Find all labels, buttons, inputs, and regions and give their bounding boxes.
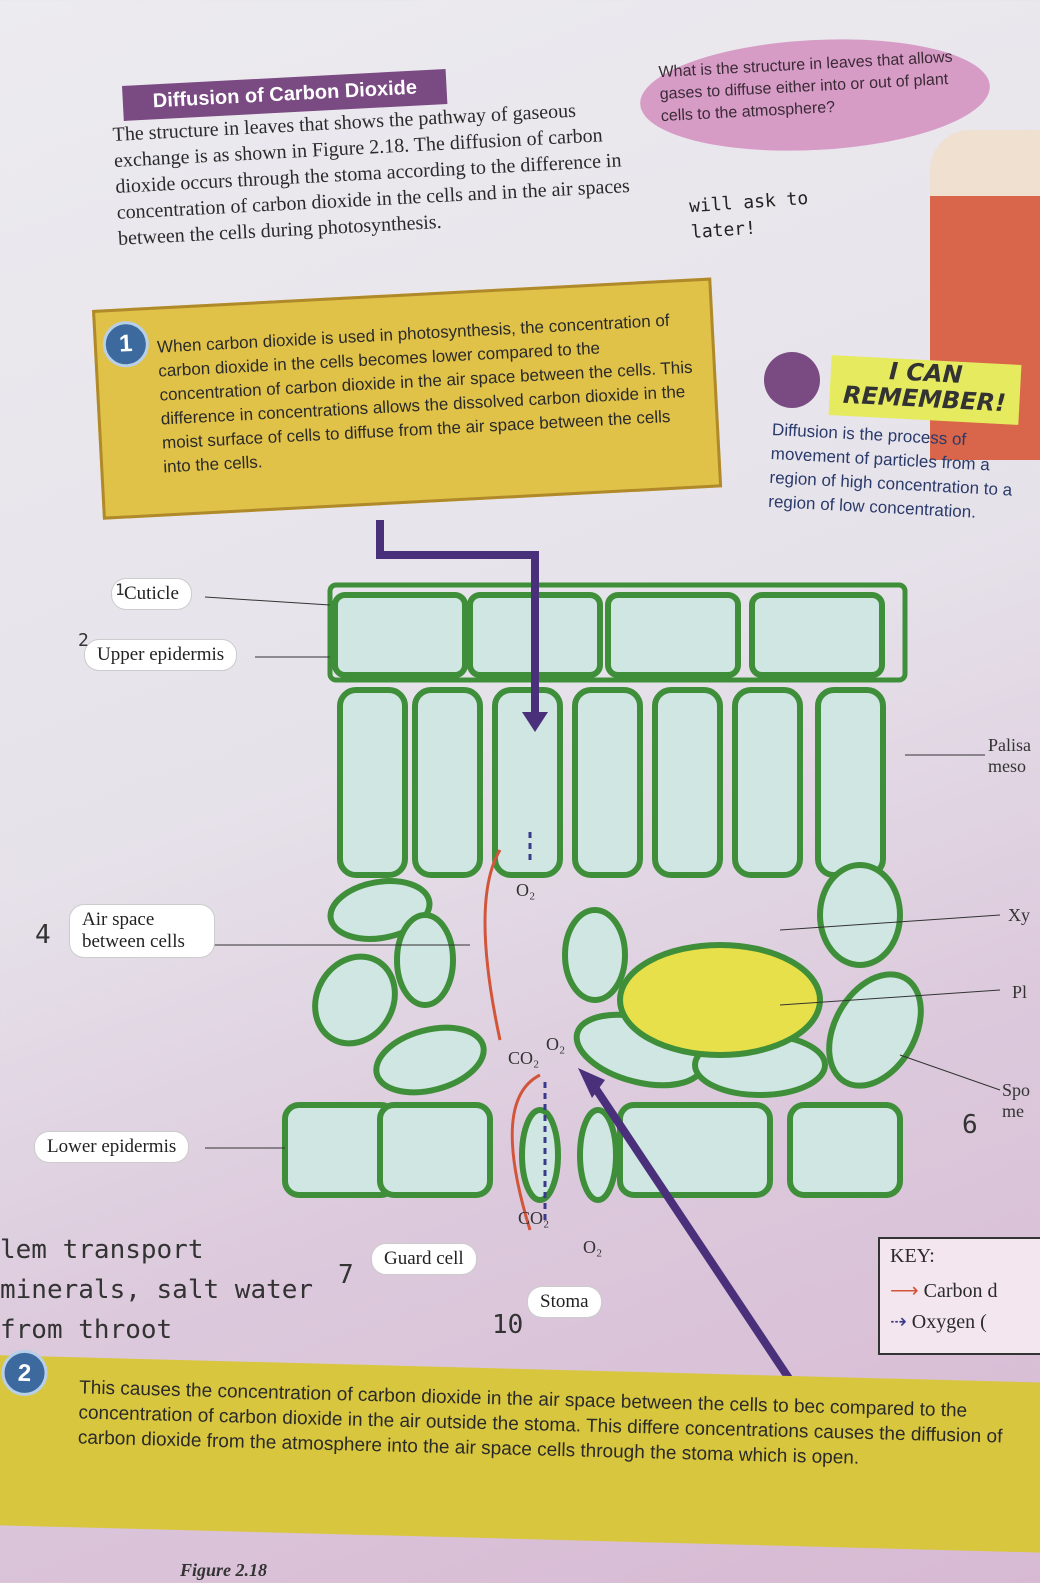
carbon-arrow-icon: ⟶ — [890, 1280, 919, 1302]
leader-line — [204, 596, 331, 606]
palisade-cell — [492, 687, 563, 878]
upper-epidermis-cell — [605, 592, 741, 678]
key-oxygen: Oxygen ( — [911, 1311, 987, 1333]
handwritten-note-xylem: lem transport minerals, salt water from … — [0, 1235, 314, 1345]
pathway-arrowhead-top — [522, 712, 548, 732]
label-co2: CO₂ — [508, 1048, 540, 1068]
leader-line — [779, 914, 1001, 931]
spongy-cell — [817, 862, 903, 968]
step-2-box: 2 This causes the concentration of carbo… — [0, 1349, 1040, 1553]
cuticle-layer — [327, 582, 908, 683]
pathway-arrow-top — [376, 520, 539, 720]
handwritten-number: 1 — [115, 580, 125, 599]
spongy-cell — [826, 971, 924, 1089]
co2-arrow — [483, 849, 502, 1041]
spongy-cell — [373, 1024, 487, 1096]
handwritten-number: 7 — [338, 1260, 354, 1290]
upper-epidermis-cell — [332, 592, 468, 678]
palisade-cell — [337, 687, 408, 878]
vascular-bundle — [617, 942, 823, 1058]
pathway-arrow-bottom — [586, 1077, 794, 1383]
label-cuticle: Cuticle — [112, 579, 191, 609]
lower-epidermis-cell — [617, 1102, 773, 1198]
label-lower-epidermis: Lower epidermis — [35, 1132, 189, 1162]
lower-epidermis-cell — [787, 1102, 903, 1198]
brain-icon — [764, 352, 820, 408]
leader-line — [899, 1054, 1001, 1091]
upper-epidermis-cell — [749, 592, 885, 678]
palisade-cell — [815, 687, 886, 878]
key-title: KEY: — [890, 1245, 935, 1267]
guard-cell — [519, 1107, 561, 1203]
label-co2: CO₂ — [518, 1208, 550, 1228]
handwritten-number: 10 — [492, 1310, 524, 1340]
handwritten-number: 4 — [35, 920, 51, 950]
palisade-cell — [412, 687, 483, 878]
handwritten-number: 6 — [962, 1110, 978, 1140]
label-xylem: Xy — [1008, 905, 1030, 925]
label-guard-cell: Guard cell — [372, 1244, 476, 1274]
spongy-cell — [562, 907, 628, 1003]
label-o2: O₂ — [583, 1237, 603, 1257]
spongy-cell — [394, 912, 456, 1008]
figure-caption-partial: Figure 2.18 — [180, 1560, 268, 1580]
palisade-cell — [652, 687, 723, 878]
spongy-cell — [312, 953, 398, 1047]
label-o2: O₂ — [546, 1034, 566, 1054]
key-carbon: Carbon d — [923, 1280, 998, 1302]
label-palisade: Palisa meso — [988, 735, 1031, 776]
step-2-text: This causes the concentration of carbon … — [77, 1377, 1003, 1469]
guard-cell — [577, 1107, 619, 1203]
co2-arrow — [510, 1073, 541, 1231]
palisade-cell — [572, 687, 643, 878]
oxygen-arrow-icon: ⇢ — [890, 1311, 907, 1333]
label-spongy: Spo me — [1002, 1080, 1031, 1121]
pathway-arrowhead-bottom — [578, 1068, 605, 1098]
label-air-space: Air space between cells — [70, 905, 214, 957]
label-stoma: Stoma — [528, 1287, 601, 1317]
diagram-key: KEY: ⟶ Carbon d ⇢ Oxygen ( — [878, 1237, 1040, 1355]
palisade-cell — [732, 687, 803, 878]
leader-line — [779, 989, 1001, 1006]
handwritten-number: 2 — [78, 630, 89, 651]
label-upper-epidermis: Upper epidermis — [85, 640, 237, 670]
label-phloem: Pl — [1012, 982, 1028, 1002]
label-o2: O₂ — [516, 880, 536, 900]
lower-epidermis-cell — [377, 1102, 493, 1198]
